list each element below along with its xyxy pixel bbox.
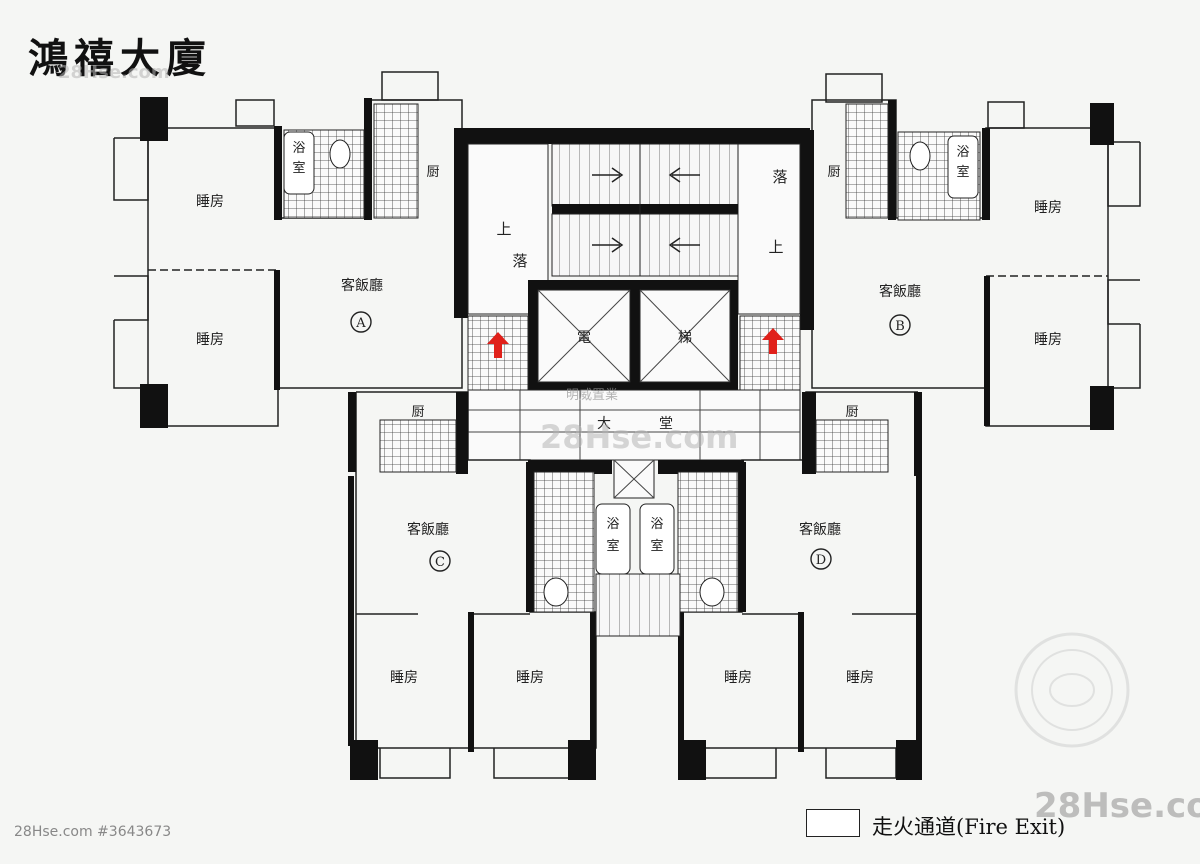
unit-c-bed2-label: 睡房: [516, 670, 544, 686]
unit-d-bed2-label: 睡房: [846, 670, 874, 686]
legend-swatch: [806, 809, 860, 837]
core-down-right: 落: [772, 168, 787, 186]
watermark-bottom: 28Hse.com: [1034, 786, 1200, 826]
unit-c-bath-label-1: 浴: [606, 517, 619, 532]
unit-b-kitchen-label: 厨: [827, 165, 840, 180]
unit-b-bed1-label: 睡房: [1034, 200, 1062, 216]
unit-b-bath-label-2: 室: [956, 164, 969, 180]
unit-c-toilet-icon: [543, 577, 569, 607]
unit-c-walls: [348, 392, 612, 780]
lobby-label-2: 堂: [659, 416, 673, 432]
unit-a-kitchen-floor: [373, 103, 419, 219]
unit-a-bed1-label: 睡房: [196, 194, 224, 210]
unit-c-kitchen-label: 厨: [411, 405, 424, 420]
rear-fire-stair: [595, 573, 681, 637]
unit-d-bath-label-1: 浴: [650, 517, 663, 532]
unit-a-walls: [140, 97, 468, 428]
lift-left-label: 電: [577, 330, 591, 346]
unit-c-kitchen-floor: [379, 419, 457, 473]
lobby-label-1: 大: [597, 416, 611, 432]
fire-exit-arrow-right: [762, 328, 784, 354]
unit-d-bath-label-2: 室: [650, 538, 663, 554]
unit-d-marker: D: [816, 553, 826, 568]
unit-b-walls: [800, 100, 1114, 430]
unit-c-marker: C: [435, 555, 445, 570]
building-name: 鴻禧大廈: [28, 35, 212, 82]
unit-a-bath-label-1: 浴: [292, 141, 305, 156]
unit-c-bed1-label: 睡房: [390, 670, 418, 686]
unit-b-kitchen-floor: [845, 103, 889, 219]
unit-b-bathtub: [947, 135, 979, 199]
watermark-mid: 28Hse.com: [540, 418, 739, 456]
unit-d-marker-circle: [810, 548, 832, 570]
unit-d-toilet-icon: [699, 577, 725, 607]
lift-right-label: 梯: [678, 330, 692, 346]
unit-d-living-label: 客飯廳: [799, 521, 841, 538]
unit-a-living-label: 客飯廳: [341, 277, 383, 294]
stair-upper: [551, 143, 739, 207]
unit-d-walls: [658, 392, 922, 780]
unit-d-kitchen-label: 厨: [845, 405, 858, 420]
stamp-seal: [1014, 632, 1130, 748]
unit-c-bath-label-2: 室: [606, 538, 619, 554]
watermark-top: 28Hse.com: [58, 62, 170, 83]
core-up-left: 上: [496, 220, 511, 238]
unit-a-toilet-icon: [329, 139, 351, 169]
unit-c-living-label: 客飯廳: [407, 521, 449, 538]
unit-a-bed2-label: 睡房: [196, 332, 224, 348]
unit-d-bed1-label: 睡房: [724, 670, 752, 686]
listing-reference: 28Hse.com #3643673: [14, 824, 172, 840]
unit-a-bathtub: [283, 131, 315, 195]
unit-a-marker-circle: [350, 311, 372, 333]
legend-label: 走火通道(Fire Exit): [872, 815, 1066, 839]
unit-c-marker-circle: [429, 550, 451, 572]
unit-b-bath-label-1: 浴: [956, 145, 969, 160]
unit-a-marker: A: [355, 316, 366, 331]
fire-exit-arrow-left: [487, 332, 509, 358]
unit-b-bed2-label: 睡房: [1034, 332, 1062, 348]
core-up-right: 上: [768, 238, 783, 256]
core: [462, 128, 810, 499]
lobby: [467, 389, 801, 461]
stair-lower: [551, 213, 739, 277]
agent-watermark: 明威置業: [566, 388, 619, 403]
unit-a-bath-label-2: 室: [292, 160, 305, 176]
unit-b-living-label: 客飯廳: [879, 283, 921, 300]
unit-b-toilet-icon: [909, 141, 931, 171]
unit-b-marker: B: [895, 319, 905, 334]
unit-a-kitchen-label: 厨: [426, 165, 439, 180]
unit-b-marker-circle: [889, 314, 911, 336]
core-down-left: 落: [512, 252, 527, 270]
unit-d-kitchen-floor: [815, 419, 889, 473]
